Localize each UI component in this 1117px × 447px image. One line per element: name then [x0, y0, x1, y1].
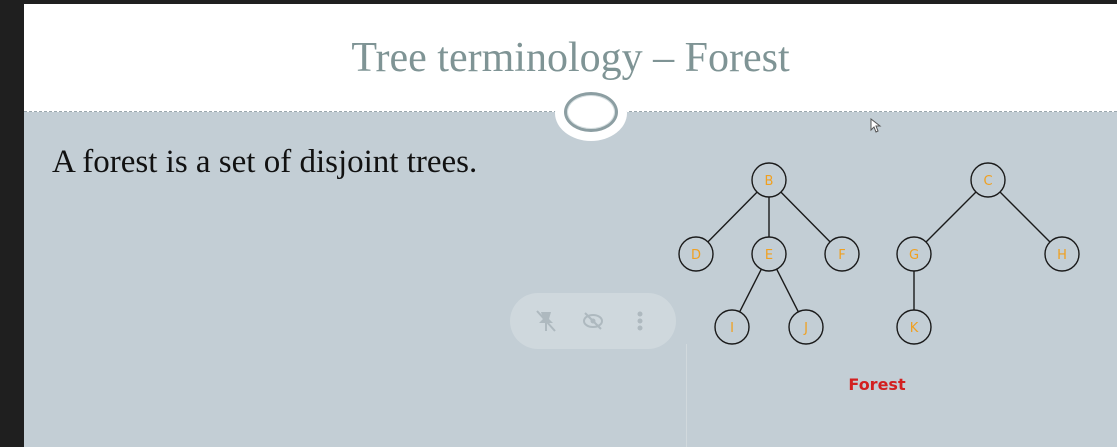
node-circle: [678, 236, 714, 272]
node-label: F: [838, 248, 845, 263]
node-circle: [824, 236, 860, 272]
forest-diagram: B D E F I J C G H K Forest: [678, 162, 1080, 394]
node-circle: [1044, 236, 1080, 272]
node-label: D: [691, 248, 701, 263]
edge-E-I: [739, 268, 762, 313]
pin-icon: [535, 310, 556, 332]
node-circle: [788, 309, 824, 345]
node-circle: [896, 309, 932, 345]
visibility-off-icon: [582, 312, 603, 330]
title-divider-ornament: [564, 92, 618, 132]
diagram-edges: [707, 191, 1051, 313]
more-options-button[interactable]: [622, 303, 658, 339]
edge-B-F: [780, 191, 831, 243]
node-label: H: [1057, 248, 1067, 263]
edge-E-J: [776, 268, 799, 313]
node-H: H: [1044, 236, 1080, 272]
node-G: G: [896, 236, 932, 272]
edge-C-H: [999, 191, 1051, 243]
node-circle: [970, 162, 1006, 198]
node-C: C: [970, 162, 1006, 198]
node-K: K: [896, 309, 932, 345]
slide-body-text: A forest is a set of disjoint trees.: [52, 144, 478, 180]
diagram-caption: Forest: [848, 375, 906, 394]
node-E: E: [751, 236, 787, 272]
edge-C-G: [925, 191, 977, 243]
visibility-button[interactable]: [575, 303, 611, 339]
node-label: C: [983, 174, 992, 189]
node-D: D: [678, 236, 714, 272]
mouse-cursor-icon: [870, 118, 882, 133]
node-J: J: [788, 309, 824, 345]
slide-floating-toolbar: [510, 293, 676, 349]
slide-title: Tree terminology – Forest: [351, 35, 790, 81]
node-F: F: [824, 236, 860, 272]
node-I: I: [714, 309, 750, 345]
edge-B-D: [707, 191, 758, 243]
more-vert-icon: [637, 311, 643, 331]
node-circle: [896, 236, 932, 272]
pin-button[interactable]: [528, 303, 564, 339]
node-label: K: [910, 321, 919, 336]
divider-line: [686, 344, 687, 447]
slide: Tree terminology – Forest A forest is a …: [24, 4, 1117, 447]
node-label: G: [909, 248, 919, 263]
node-label: E: [765, 248, 773, 263]
node-label: B: [765, 174, 774, 189]
node-label: I: [730, 321, 734, 336]
node-circle: [751, 162, 787, 198]
node-B: B: [751, 162, 787, 198]
diagram-nodes: B D E F I J C G H K: [678, 162, 1080, 345]
node-circle: [751, 236, 787, 272]
node-circle: [714, 309, 750, 345]
node-label: J: [803, 321, 808, 336]
